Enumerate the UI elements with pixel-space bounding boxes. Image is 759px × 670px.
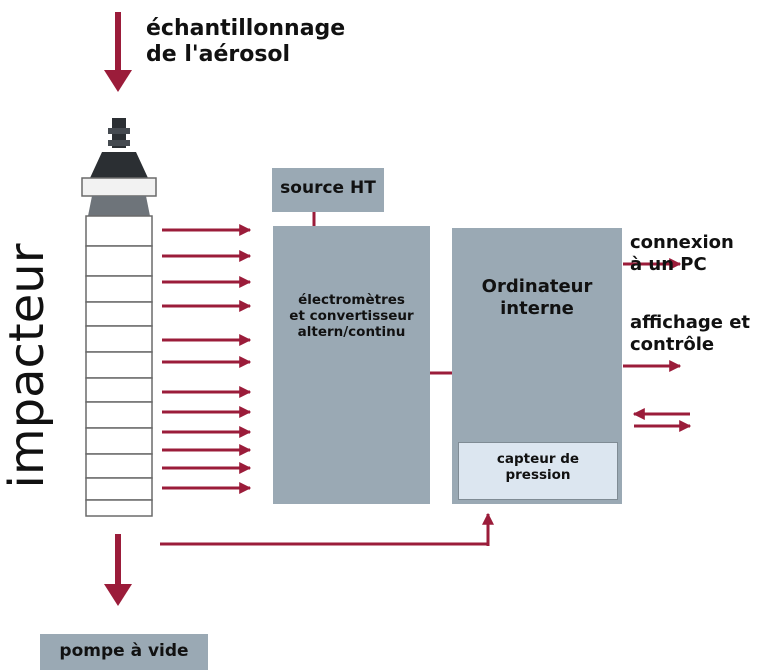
sampling-arrow xyxy=(104,12,132,92)
pressure-sensor-label: capteur de pression xyxy=(496,451,580,484)
impactor-label: impacteur xyxy=(0,243,55,489)
impactor-stage xyxy=(85,401,153,429)
impactor-stage xyxy=(85,499,153,517)
vacuum-pump-box: pompe à vide xyxy=(40,634,208,670)
impactor-stage xyxy=(85,377,153,403)
impactor-stage xyxy=(85,325,153,353)
impactor-column xyxy=(81,118,157,517)
pressure-sensor-box: capteur de pression xyxy=(458,442,618,500)
impactor-stage xyxy=(85,453,153,479)
impactor-stage xyxy=(85,245,153,277)
impactor-stage xyxy=(85,477,153,501)
display-control-label: affichage et contrôle xyxy=(630,312,751,355)
pc-connection-label: connexion à un PC xyxy=(630,232,734,275)
pressure-line xyxy=(160,512,494,546)
hv-source-label: source HT xyxy=(280,178,376,198)
pump-arrow xyxy=(104,534,132,606)
stage-arrows xyxy=(162,224,252,494)
computer-label: Ordinateur interne xyxy=(481,276,593,319)
vacuum-pump-label: pompe à vide xyxy=(59,641,189,661)
impactor-stage xyxy=(85,215,153,247)
impactor-stage xyxy=(85,351,153,379)
impactor-stage xyxy=(85,275,153,303)
computer-box: Ordinateur interne capteur de pression xyxy=(452,228,622,504)
impactor-stages xyxy=(85,215,153,517)
sampling-label: échantillonnage de l'aérosol xyxy=(146,16,346,68)
electrometer-box: électromètres et convertisseur altern/co… xyxy=(273,226,430,504)
hv-source-box: source HT xyxy=(272,168,384,212)
electrometer-label: électromètres et convertisseur altern/co… xyxy=(289,292,414,341)
impactor-stage xyxy=(85,301,153,327)
impactor-stage xyxy=(85,427,153,455)
